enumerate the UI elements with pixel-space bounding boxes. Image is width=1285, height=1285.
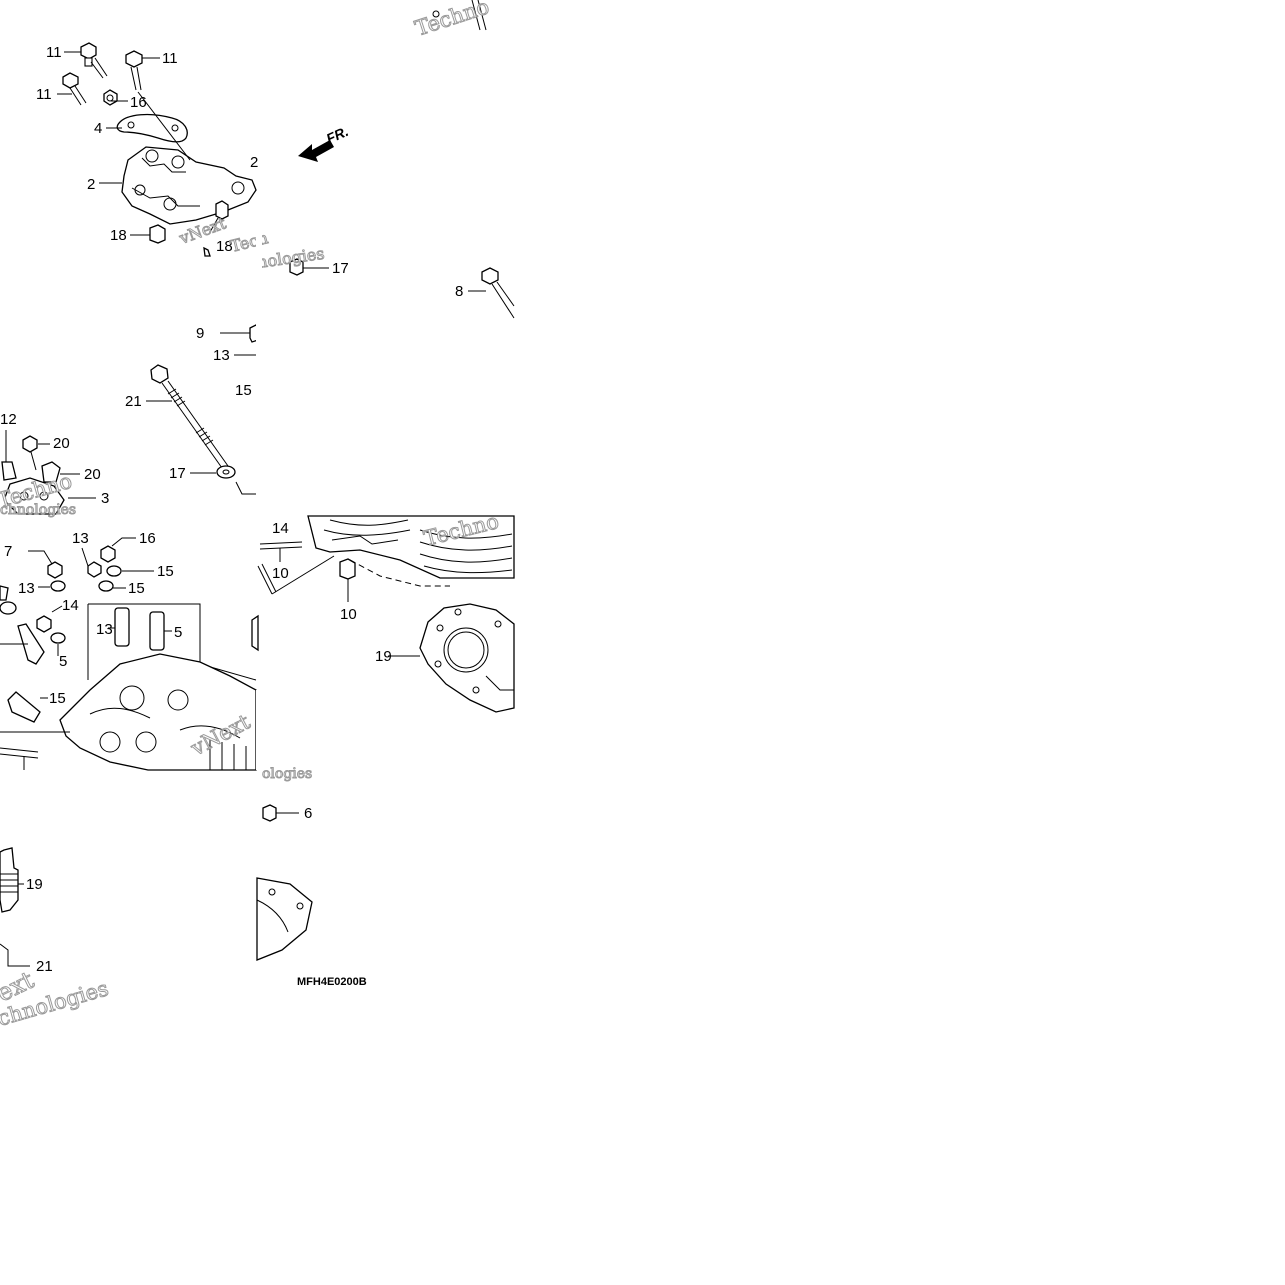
callout-label: 9 [196, 325, 204, 342]
tile-stud-bolt: 9 13 15 21 12 20 20 3 17 [0, 324, 259, 515]
callout-label: 13 [72, 530, 89, 547]
callout-label: 21 [125, 393, 142, 410]
callout-label: 11 [162, 50, 178, 67]
callout-label: 7 [4, 543, 12, 560]
callout-label: 10 [272, 565, 289, 582]
callout-label: 18 [110, 227, 127, 244]
rocker-plate-icon [116, 113, 188, 143]
callout-label: 4 [94, 120, 102, 137]
watermark-text: chnologies [0, 502, 76, 518]
bolt-icon [80, 42, 108, 79]
callout-label: 3 [101, 490, 109, 507]
callout-label: 17 [332, 260, 349, 277]
callout-label: 13 [96, 621, 113, 638]
front-marker-label: FR. [324, 123, 351, 147]
callout-label: 20 [53, 435, 70, 452]
drawing-code: MFH4E0200B [297, 976, 367, 988]
watermark-text: ologies [262, 766, 312, 782]
callout-label: 15 [128, 580, 145, 597]
watermark-text: Techno [412, 0, 492, 41]
callout-label: 20 [84, 466, 101, 483]
callout-label: 6 [304, 805, 312, 822]
callout-label: 19 [26, 876, 43, 893]
tile-cylinder-gasket: 14 10 10 19 [257, 515, 515, 713]
callout-label: 16 [130, 94, 147, 111]
callout-label: 5 [174, 624, 182, 641]
callout-label: 13 [18, 580, 35, 597]
callout-label: 8 [455, 283, 463, 300]
tile-rocker-holder: 11 11 11 16 4 2 2 18 18 [36, 42, 258, 257]
front-arrow-icon [298, 140, 334, 162]
callout-label: 14 [272, 520, 289, 537]
callout-label: 13 [213, 347, 230, 364]
tile-front-marker: FR. 17 8 [289, 0, 515, 319]
bolt-icon [125, 50, 143, 91]
callout-label: 15 [157, 563, 174, 580]
callout-label: 18 [216, 238, 233, 255]
tile-cylinder-head: 7 13 16 13 15 15 14 13 5 5 15 [0, 530, 259, 771]
tile-gasket-code: 6 MFH4E0200B [256, 804, 367, 988]
callout-label: 14 [62, 597, 79, 614]
cylinder-gasket-icon [419, 603, 515, 713]
bolt-icon [62, 72, 87, 106]
callout-label: 12 [0, 411, 17, 428]
callout-label: 21 [36, 958, 53, 975]
callout-label: 2 [87, 176, 95, 193]
nut-icon [103, 89, 118, 106]
callout-label: 16 [139, 530, 156, 547]
callout-label: 11 [36, 86, 52, 103]
callout-label: 11 [46, 44, 62, 61]
callout-label: 5 [59, 653, 67, 670]
callout-label: 17 [169, 465, 186, 482]
callout-label: 2 [250, 154, 258, 171]
callout-label: 10 [340, 606, 357, 623]
tile-spark-plug: 19 21 [0, 847, 53, 975]
callout-label: 15 [49, 690, 66, 707]
callout-label: 15 [235, 382, 252, 399]
callout-label: 19 [375, 648, 392, 665]
